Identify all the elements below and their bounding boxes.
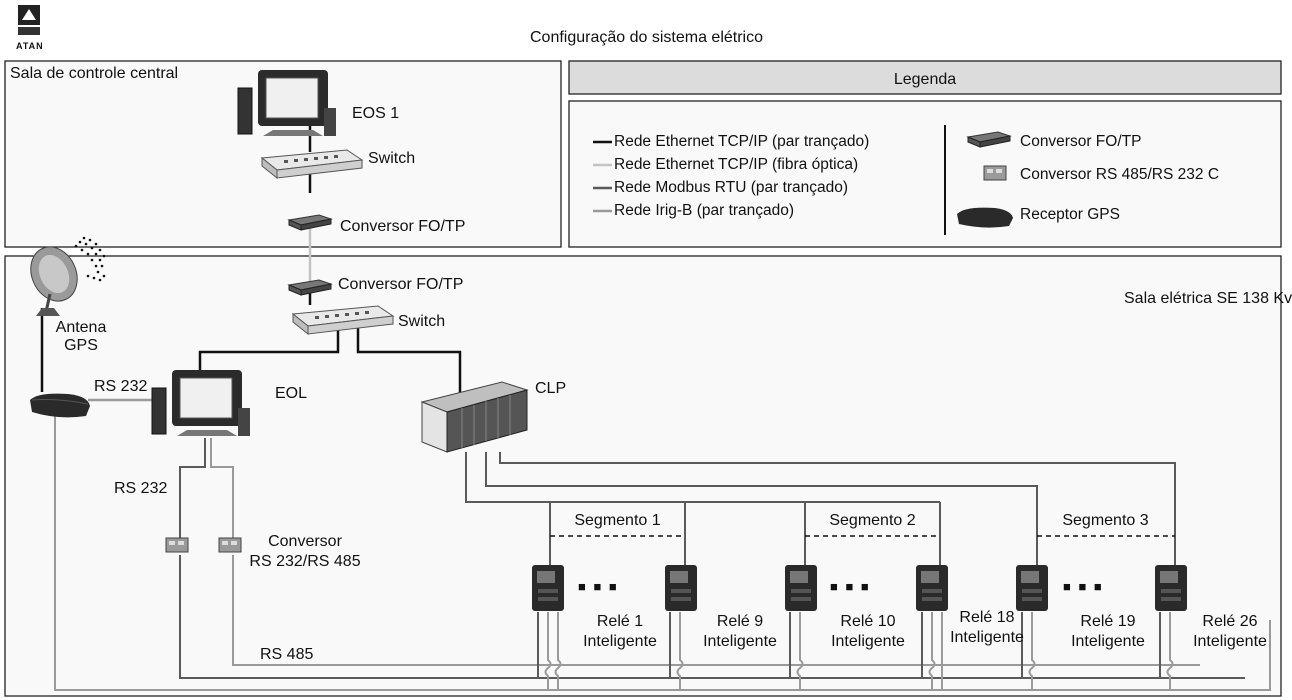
relay-label: Relé 9 Inteligente xyxy=(703,613,777,650)
converter-rs485-icon xyxy=(983,165,1007,181)
segment-label: Segmento 1 xyxy=(574,512,661,529)
clp-label: CLP xyxy=(535,380,567,397)
relay-icon xyxy=(532,565,564,611)
converter-fo-tp-icon xyxy=(287,279,333,296)
electrical-room-box xyxy=(4,255,1282,697)
converter-rs485-icon xyxy=(218,537,242,553)
converter-fo-tp-icon xyxy=(287,214,333,231)
legend-device: Receptor GPS xyxy=(1020,206,1120,223)
switch-icon xyxy=(260,149,364,180)
rs232-label: RS 232 xyxy=(94,378,148,395)
converter-fo-tp-icon xyxy=(966,131,1012,148)
gps-receiver-icon xyxy=(957,207,1013,228)
switch-label: Switch xyxy=(398,313,446,330)
legend-header-box xyxy=(568,60,1282,95)
clp-icon xyxy=(420,381,529,453)
ellipsis-dots: ■ ■ ■ xyxy=(830,579,871,594)
gps-antenna-icon xyxy=(30,236,106,316)
switch-icon xyxy=(291,305,395,336)
legend-item: Rede Modbus RTU (par trançado) xyxy=(614,179,849,196)
eol-label: EOL xyxy=(275,385,308,402)
rs232-label: RS 232 xyxy=(114,480,168,497)
legend-device: Conversor RS 485/RS 232 C xyxy=(1020,166,1220,183)
converter-rs-label: Conversor RS 232/RS 485 xyxy=(249,533,361,570)
relay-icon xyxy=(916,565,948,611)
gps-receiver-icon xyxy=(30,393,90,418)
legend-title: Legenda xyxy=(893,71,957,88)
converter-rs485-icon xyxy=(165,537,189,553)
switch-label: Switch xyxy=(368,150,416,167)
relay-label: Relé 1 Inteligente xyxy=(583,613,657,650)
converter-label: Conversor FO/TP xyxy=(340,218,466,235)
relay-icon xyxy=(665,565,697,611)
diagram-title: Configuração do sistema elétrico xyxy=(530,29,764,46)
atan-logo-icon xyxy=(18,5,40,35)
eos-label: EOS 1 xyxy=(352,105,400,122)
rs485-label: RS 485 xyxy=(260,646,314,663)
relay-label: Relé 10 Inteligente xyxy=(831,613,905,650)
relay-icon xyxy=(1155,565,1187,611)
legend-item: Rede Ethernet TCP/IP (fibra óptica) xyxy=(614,156,859,173)
legend-device: Conversor FO/TP xyxy=(1020,133,1142,150)
legend-item: Rede Ethernet TCP/IP (par trançado) xyxy=(614,133,870,150)
ellipsis-dots: ■ ■ ■ xyxy=(578,579,619,594)
control-room-label: Sala de controle central xyxy=(10,65,179,82)
segment-label: Segmento 2 xyxy=(829,512,916,529)
logo-text: ATAN xyxy=(16,41,44,51)
legend-item: Rede Irig-B (par trançado) xyxy=(614,202,795,219)
relay-label: Relé 26 Inteligente xyxy=(1193,613,1267,650)
relay-label: Relé 19 Inteligente xyxy=(1071,613,1145,650)
relay-icon xyxy=(785,565,817,611)
legend-box xyxy=(568,100,1282,248)
relay-icon xyxy=(1016,565,1048,611)
electrical-room-label: Sala elétrica SE 138 Kv xyxy=(1124,290,1292,307)
segment-label: Segmento 3 xyxy=(1062,512,1149,529)
ellipsis-dots: ■ ■ ■ xyxy=(1063,579,1104,594)
computer-eol-icon xyxy=(151,370,250,436)
relay-label: Relé 18 Inteligente xyxy=(950,609,1024,646)
converter-label: Conversor FO/TP xyxy=(338,276,464,293)
computer-eos-icon xyxy=(237,70,336,136)
antenna-label: Antena GPS xyxy=(55,319,107,354)
